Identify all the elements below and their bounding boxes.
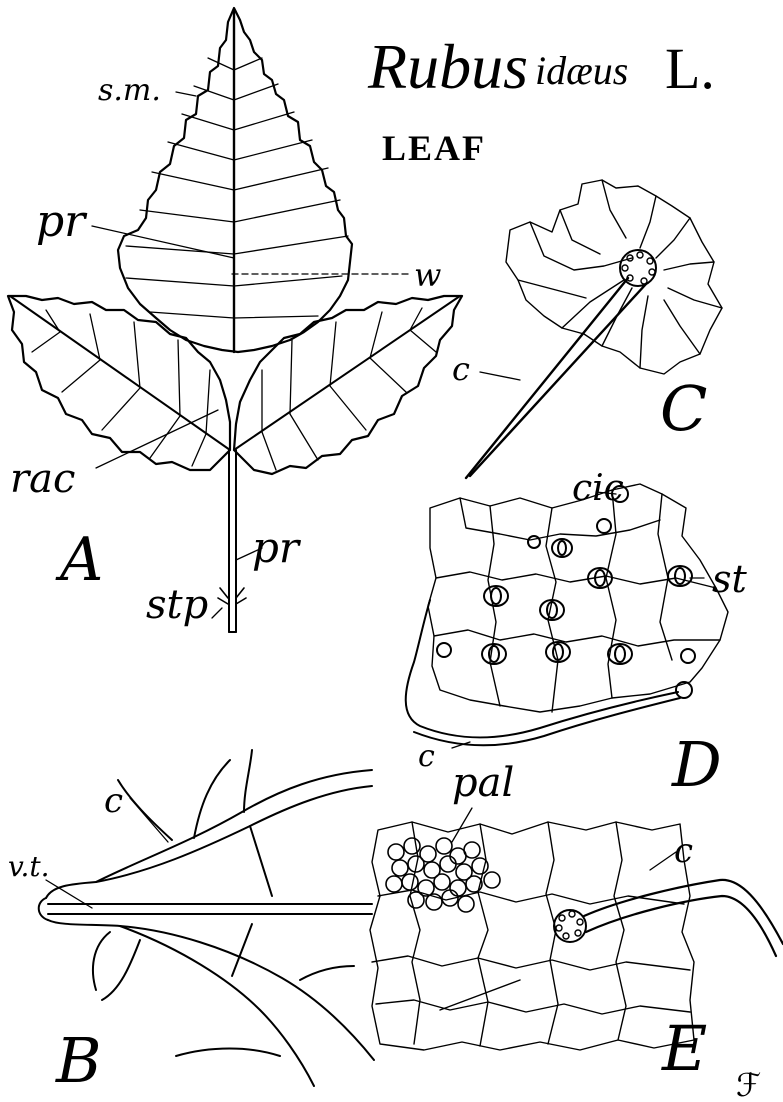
figure-d-cells	[428, 484, 728, 712]
label-c-hair: c	[452, 350, 470, 388]
plate-title: Rubus idæus L. LEAF	[367, 31, 715, 168]
label-cic: cic	[572, 468, 624, 509]
figure-c-cells	[506, 180, 722, 374]
label-c-d: c	[418, 739, 435, 774]
label-stp: stp	[146, 582, 208, 628]
label-c-b: c	[104, 781, 123, 821]
stipule	[218, 588, 246, 604]
label-vt: v.t.	[8, 850, 50, 883]
right-leaflet-veins	[262, 308, 436, 470]
stomata	[482, 539, 692, 664]
title-author: L.	[665, 36, 715, 101]
figure-letter-c: C	[660, 372, 707, 445]
left-leaflet	[8, 296, 230, 470]
title-genus: Rubus	[367, 31, 528, 102]
figure-c-hair: c C	[452, 180, 722, 478]
label-w: w	[414, 256, 441, 294]
figure-letter-d: D	[671, 728, 722, 801]
label-rac: rac	[10, 456, 75, 502]
label-pal: pal	[452, 760, 514, 806]
title-species: idæus	[535, 48, 628, 93]
figure-b-vein: c v.t. B	[8, 750, 374, 1097]
figure-d-epidermis: cic st c D	[406, 468, 748, 801]
figure-a-leaders	[92, 92, 410, 618]
artist-monogram: ℱ	[736, 1067, 761, 1102]
figure-letter-e: E	[661, 1012, 707, 1085]
label-sm: s.m.	[98, 73, 161, 108]
label-st: st	[712, 557, 748, 601]
left-leaflet-veins	[32, 310, 210, 466]
hair-bases	[437, 486, 695, 698]
label-pr-blade: pr	[36, 196, 88, 247]
figure-letter-a: A	[55, 525, 103, 595]
label-c-e: c	[674, 831, 693, 871]
figure-e-epidermis: pal c E	[370, 760, 783, 1085]
figure-letter-b: B	[55, 1024, 102, 1097]
title-subtitle: LEAF	[382, 128, 486, 168]
label-pr-petiole: pr	[252, 523, 302, 572]
